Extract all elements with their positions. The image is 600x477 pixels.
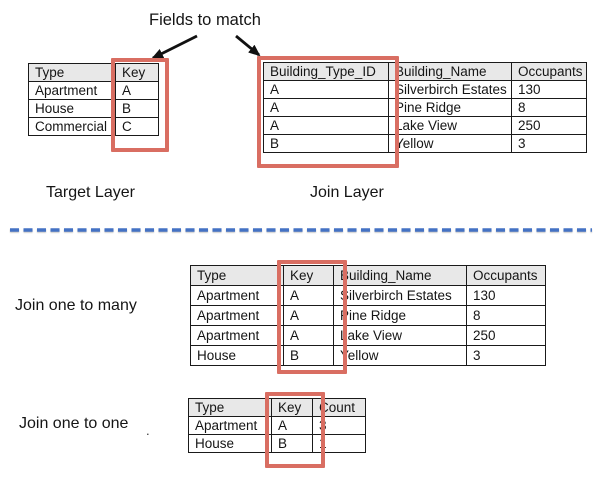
column-header: Count — [312, 398, 366, 417]
table-cell: A — [263, 98, 389, 117]
table-cell: Apartment — [190, 305, 284, 326]
table-cell: A — [283, 325, 334, 346]
column-header: Occupants — [466, 265, 546, 286]
column-header: Type — [188, 398, 272, 417]
column-header: Occupants — [511, 62, 587, 81]
table-cell: A — [283, 305, 334, 326]
table-cell: Silverbirch Estates — [388, 80, 512, 99]
table-cell: House — [28, 99, 116, 118]
column-header: Building_Name — [333, 265, 467, 286]
column-header: Building_Name — [388, 62, 512, 81]
table-cell: 3 — [511, 134, 587, 153]
table-cell: 8 — [466, 305, 546, 326]
table-cell: C — [115, 117, 159, 136]
table-cell: B — [271, 434, 313, 453]
column-header: Type — [28, 63, 116, 82]
table-cell: Silverbirch Estates — [333, 285, 467, 306]
table-cell: 3 — [466, 345, 546, 366]
table-cell: B — [263, 134, 389, 153]
table-cell: A — [283, 285, 334, 306]
column-header: Key — [283, 265, 334, 286]
target-layer-label: Target Layer — [46, 184, 135, 201]
fields-to-match-label: Fields to match — [149, 11, 261, 29]
table-cell: 3 — [312, 416, 366, 435]
join-layer-label: Join Layer — [310, 184, 384, 201]
table-cell: Commercial — [28, 117, 116, 136]
table-cell: B — [115, 99, 159, 118]
table-cell: Apartment — [188, 416, 272, 435]
table-cell: A — [263, 80, 389, 99]
table-cell: House — [190, 345, 284, 366]
column-header: Type — [190, 265, 284, 286]
column-header: Building_Type_ID — [263, 62, 389, 81]
table-cell: 250 — [466, 325, 546, 346]
section-divider-dashed-line — [10, 228, 592, 232]
table-cell: 8 — [511, 98, 587, 117]
column-header: Key — [271, 398, 313, 417]
arrow-to-join-key-icon — [235, 34, 261, 57]
table-cell: Apartment — [190, 325, 284, 346]
table-cell: A — [271, 416, 313, 435]
join-one-to-many-label: Join one to many — [15, 297, 137, 314]
table-cell: Apartment — [28, 81, 116, 100]
table-cell: Yellow — [388, 134, 512, 153]
table-cell: A — [115, 81, 159, 100]
column-header: Key — [115, 63, 159, 82]
table-cell: Apartment — [190, 285, 284, 306]
table-cell: Lake View — [333, 325, 467, 346]
arrow-to-target-key-icon — [151, 34, 198, 60]
table-cell: House — [188, 434, 272, 453]
table-cell: 130 — [511, 80, 587, 99]
table-cell: A — [263, 116, 389, 135]
table-cell: Lake View — [388, 116, 512, 135]
table-cell: B — [283, 345, 334, 366]
table-cell: Pine Ridge — [388, 98, 512, 117]
table-cell: 130 — [466, 285, 546, 306]
table-cell: Yellow — [333, 345, 467, 366]
join-one-to-one-label: Join one to one — [19, 415, 129, 432]
table-cell: 250 — [511, 116, 587, 135]
stray-dot: . — [146, 423, 150, 438]
table-cell: 1 — [312, 434, 366, 453]
table-cell: Pine Ridge — [333, 305, 467, 326]
